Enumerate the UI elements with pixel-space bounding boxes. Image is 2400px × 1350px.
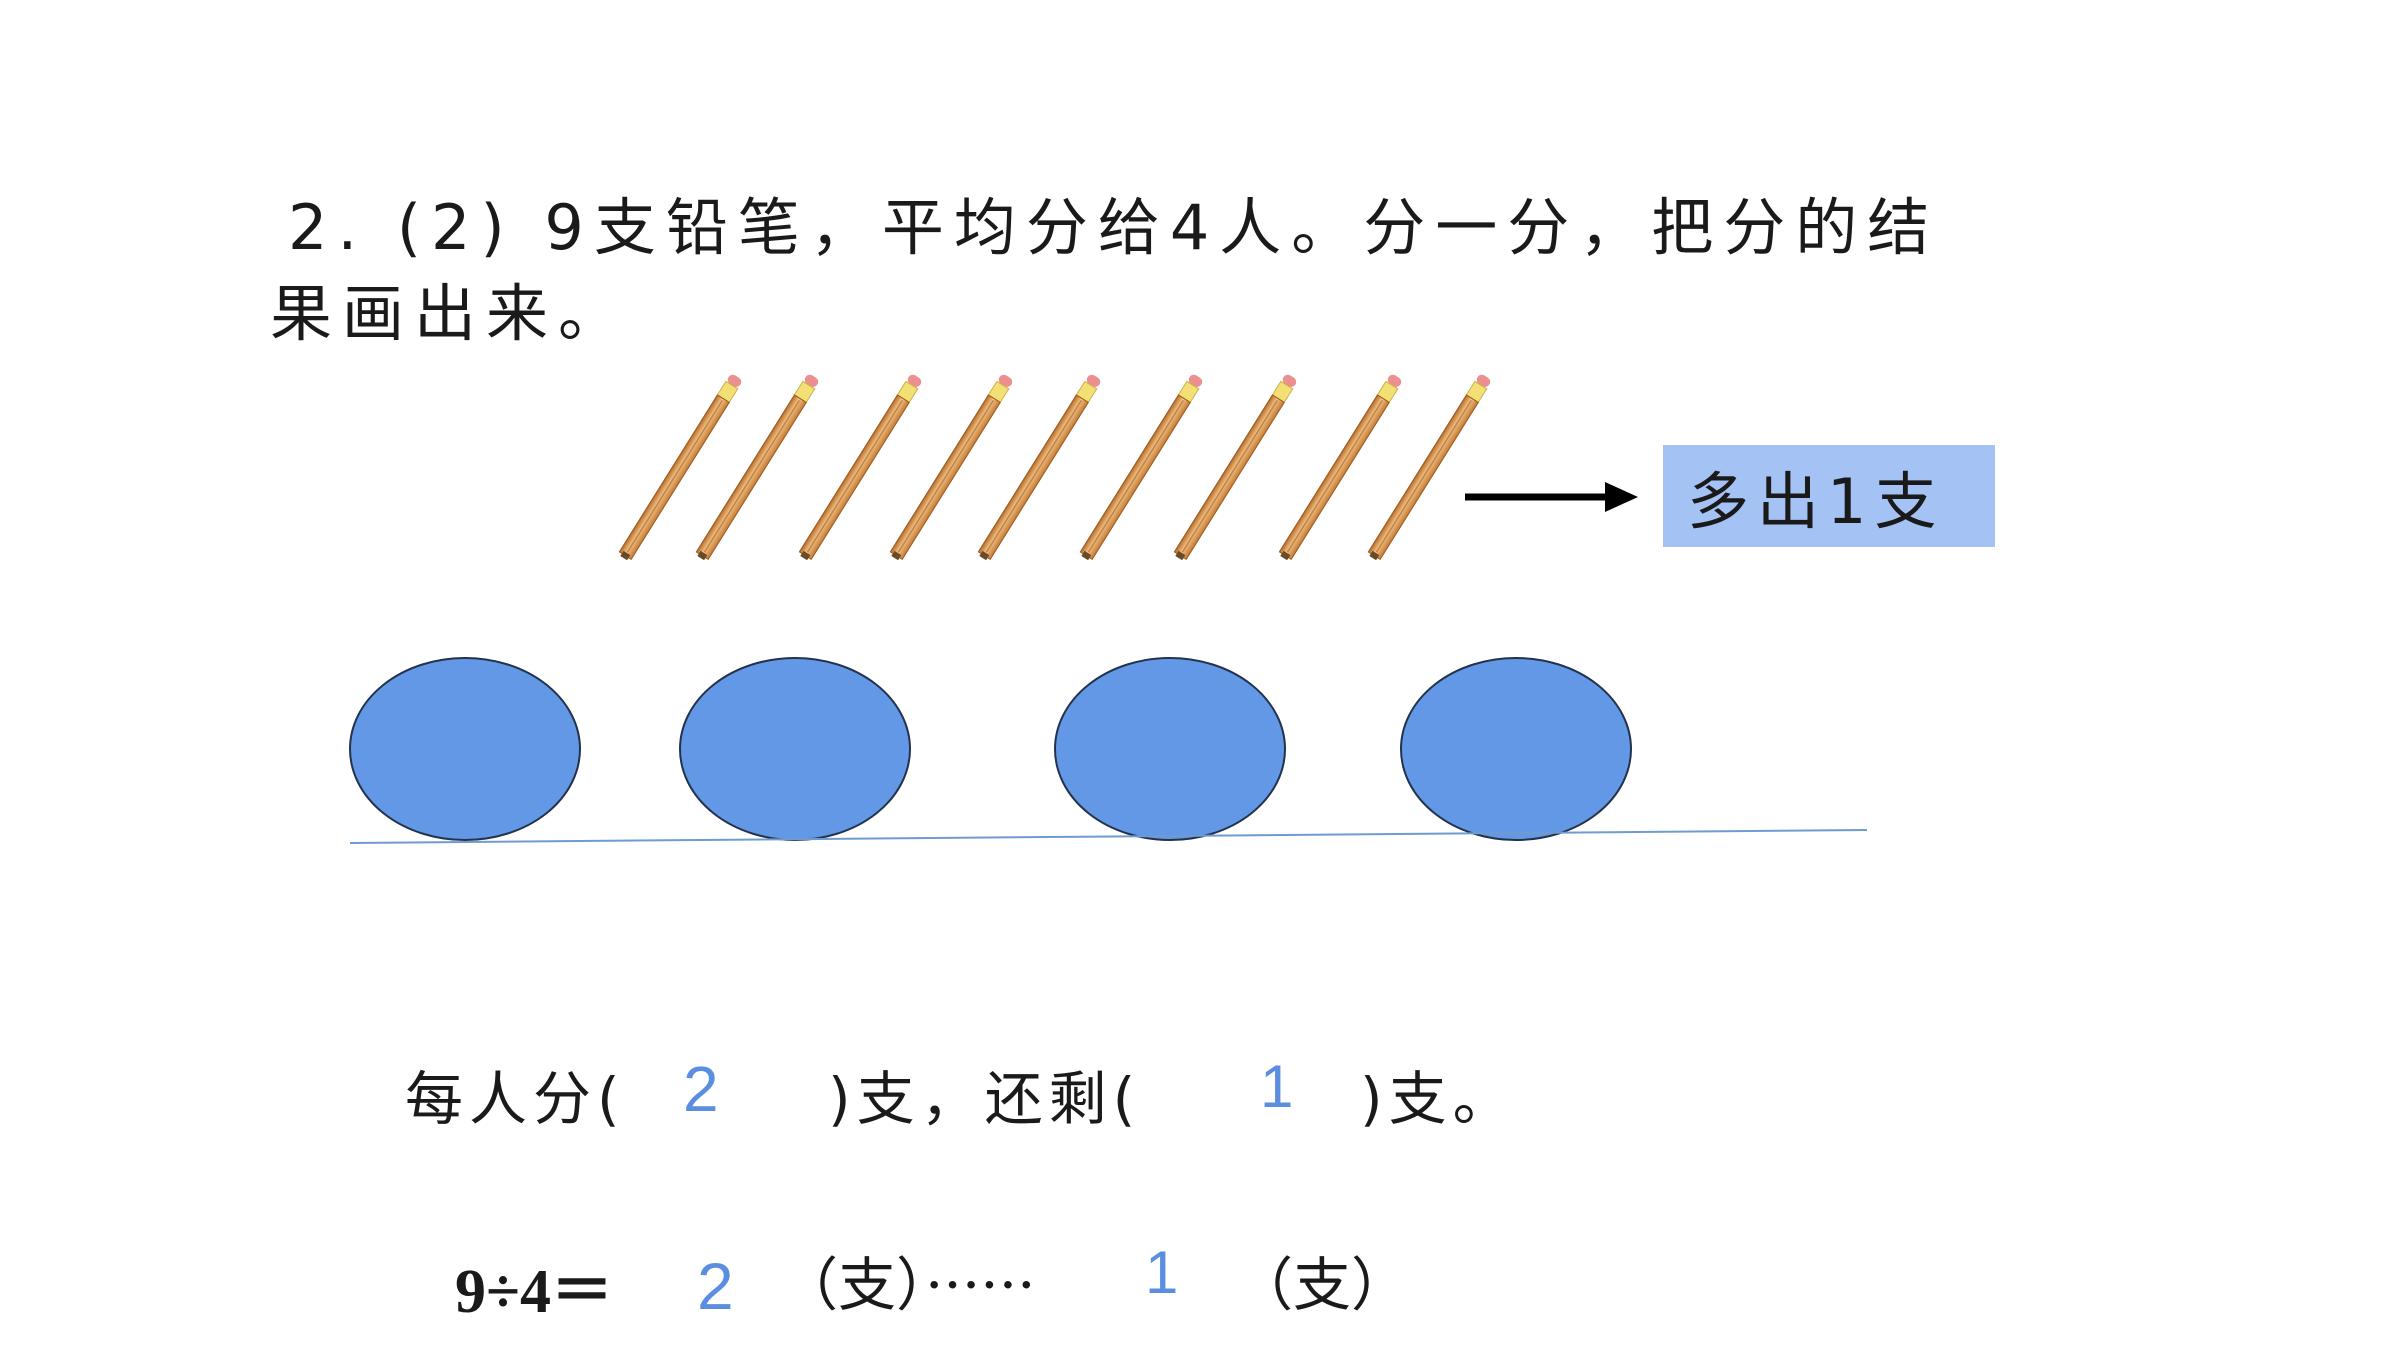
pencil-icon [1367,374,1491,561]
pencil-icon [889,374,1013,561]
person-circle [349,657,581,841]
person-circle [1054,657,1286,841]
sentence-prefix: 每人分( [405,1065,626,1133]
pencil-group [618,374,1491,561]
pencil-icon [618,374,742,561]
equation-unit-2: （支） [1235,1251,1410,1319]
question-line-1: 2. (2) 9支铅笔，平均分给4人。分一分，把分的结 [288,191,1940,264]
person-circle [679,657,911,841]
arrow-icon [1465,482,1638,512]
equation-expression: 9÷4＝ [455,1258,614,1326]
pencil-icon [798,374,922,561]
per-person-answer: 2 [683,1053,719,1125]
question-line-2: 果画出来。 [270,277,631,350]
equation-quotient: 2 [697,1249,734,1323]
baseline [349,829,1868,844]
question-text: 2. (2) 9支铅笔，平均分给4人。分一分，把分的结 果画出来。 [270,185,1970,357]
equation-remainder: 1 [1145,1239,1179,1306]
sentence-suffix: )支。 [1360,1065,1517,1133]
person-circle [1400,657,1632,841]
pencil-icon [977,374,1101,561]
equation-unit-1: （支）······ [780,1251,1036,1319]
pencil-icon [1173,374,1297,561]
callout-text: 多出1支 [1687,465,1945,538]
sentence-middle: )支，还剩( [828,1065,1142,1133]
pencil-icon [1079,374,1203,561]
pencil-icon [695,374,819,561]
pencil-icon [1278,374,1402,561]
remainder-answer: 1 [1260,1053,1294,1120]
person-circle-group [349,657,1632,841]
extra-pencil-callout: 多出1支 [1663,445,1995,547]
